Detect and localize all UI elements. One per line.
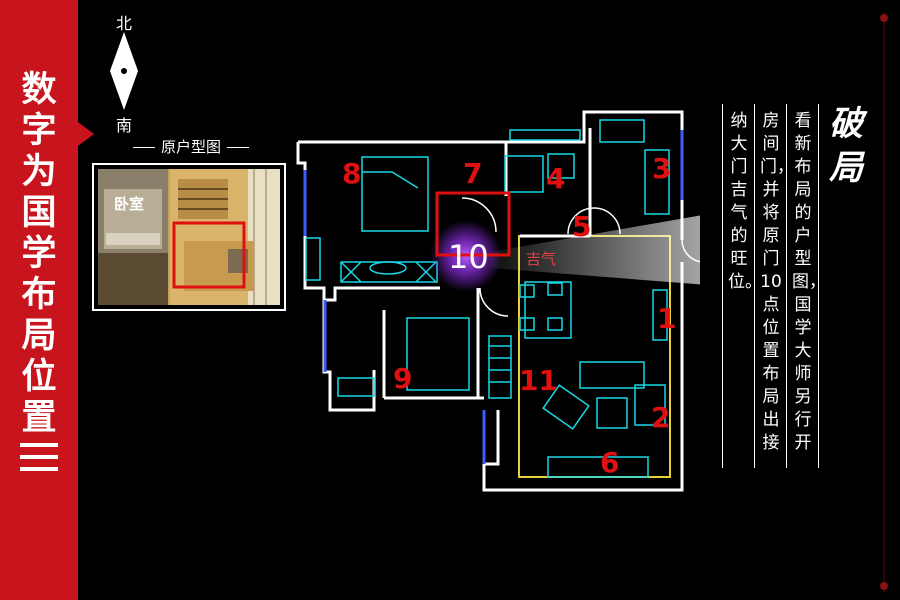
- marker-5: 5: [572, 210, 592, 243]
- marker-11: 11: [519, 364, 558, 397]
- sidebar-title: 数 字 为 国 学 布 局 位 置: [0, 70, 78, 439]
- description-column-3: 纳大门吉气的旺位。: [728, 111, 762, 292]
- divider-line: [818, 104, 819, 468]
- original-plan-render: 卧室: [98, 169, 280, 305]
- original-plan-caption-text: 原户型图: [160, 138, 221, 156]
- svg-text:卧室: 卧室: [114, 195, 144, 213]
- sidebar-pointer: [78, 122, 94, 146]
- sidebar-title-char: 字: [21, 111, 57, 151]
- description-column-1: 看新布局的户型图，国学大师另行开: [792, 111, 826, 453]
- divider-line: [786, 104, 787, 468]
- decorative-frame: [880, 12, 888, 592]
- marker-9: 9: [393, 362, 413, 395]
- jiqi-label: 吉气: [526, 250, 557, 268]
- marker-2: 2: [651, 401, 671, 434]
- marker-1: 1: [657, 302, 677, 335]
- marker-10: 10: [448, 238, 489, 276]
- compass: 北 南: [104, 8, 144, 135]
- sidebar-title-char: 数: [21, 70, 57, 110]
- compass-north-label: 北: [115, 14, 132, 33]
- sidebar: 数 字 为 国 学 布 局 位 置: [0, 0, 78, 600]
- compass-needle-icon: [110, 32, 138, 110]
- floor-plan: [296, 110, 700, 492]
- compass-south-label: 南: [115, 116, 132, 135]
- sidebar-title-char: 学: [21, 234, 57, 274]
- sidebar-title-char: 置: [21, 398, 57, 438]
- marker-7: 7: [463, 157, 483, 190]
- original-plan-image: 卧室: [92, 163, 286, 311]
- divider-line: [754, 104, 755, 468]
- description-heading: 破局: [829, 104, 863, 188]
- original-plan-caption: 原户型图: [96, 136, 286, 157]
- divider-line: [722, 104, 723, 468]
- marker-3: 3: [652, 152, 672, 185]
- qi-beam: [490, 215, 700, 285]
- sidebar-title-char: 位: [21, 357, 57, 397]
- sidebar-title-char: 布: [21, 275, 57, 315]
- marker-6: 6: [600, 446, 620, 479]
- sidebar-title-char: 国: [21, 193, 57, 233]
- highlight-box: [435, 191, 511, 257]
- three-lines-glyph: [20, 443, 58, 479]
- marker-4: 4: [546, 162, 566, 195]
- description-column-2: 房间门，并将原门10点位置布局出接: [760, 111, 794, 453]
- sidebar-title-char: 局: [21, 316, 57, 356]
- marker-8: 8: [342, 157, 362, 190]
- sidebar-title-char: 为: [21, 152, 57, 192]
